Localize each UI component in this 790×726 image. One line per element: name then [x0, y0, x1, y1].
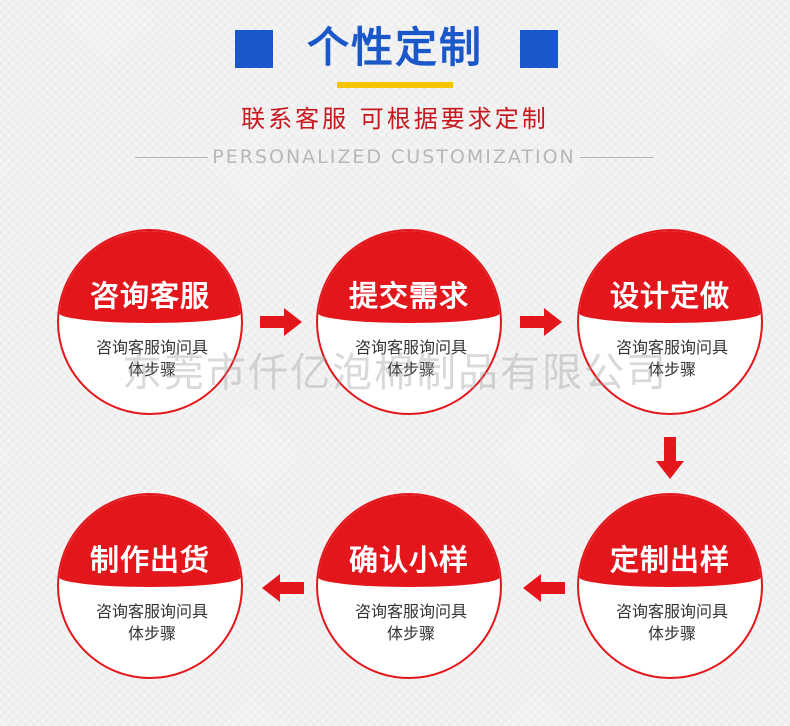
page-subtitle: 联系客服 可根据要求定制	[241, 105, 549, 133]
step-title: 定制出样	[609, 543, 730, 577]
step-design-custom: 设计定做 咨询客服询问具体步骤	[577, 229, 763, 415]
step-produce-ship: 制作出货 咨询客服询问具体步骤	[57, 493, 243, 679]
step-title: 确认小样	[348, 543, 469, 577]
step-header	[318, 495, 500, 587]
divider-line-right	[579, 156, 654, 158]
step-header	[59, 495, 241, 587]
step-header	[579, 231, 761, 323]
step-description: 咨询客服询问具体步骤	[354, 602, 467, 643]
step-title: 设计定做	[609, 279, 730, 313]
step-submit-requirements: 提交需求 咨询客服询问具体步骤	[316, 229, 502, 415]
step-description: 咨询客服询问具体步骤	[95, 338, 208, 379]
decorative-square-right	[520, 30, 558, 68]
title-underline	[337, 82, 453, 88]
step-title: 制作出货	[89, 543, 210, 577]
step-description: 咨询客服询问具体步骤	[95, 602, 208, 643]
step-header	[318, 231, 500, 323]
arrow-down-icon	[656, 437, 684, 479]
step-make-sample: 定制出样 咨询客服询问具体步骤	[577, 493, 763, 679]
step-description: 咨询客服询问具体步骤	[354, 338, 467, 379]
step-header	[579, 495, 761, 587]
page-title: 个性定制	[306, 23, 483, 72]
step-title: 咨询客服	[89, 279, 210, 313]
step-header	[59, 231, 241, 323]
decorative-square-left	[235, 30, 273, 68]
arrow-right-icon	[260, 308, 302, 336]
step-confirm-sample: 确认小样 咨询客服询问具体步骤	[316, 493, 502, 679]
english-subtitle: PERSONALIZED CUSTOMIZATION	[212, 146, 576, 168]
step-description: 咨询客服询问具体步骤	[615, 338, 728, 379]
step-title: 提交需求	[348, 279, 469, 313]
divider-line-left	[135, 156, 209, 158]
arrow-left-icon	[262, 574, 304, 602]
arrow-right-icon	[520, 308, 562, 336]
step-consult-service: 咨询客服 咨询客服询问具体步骤	[57, 229, 243, 415]
arrow-left-icon	[523, 574, 565, 602]
english-subtitle-row: PERSONALIZED CUSTOMIZATION	[135, 144, 654, 170]
step-description: 咨询客服询问具体步骤	[615, 602, 728, 643]
